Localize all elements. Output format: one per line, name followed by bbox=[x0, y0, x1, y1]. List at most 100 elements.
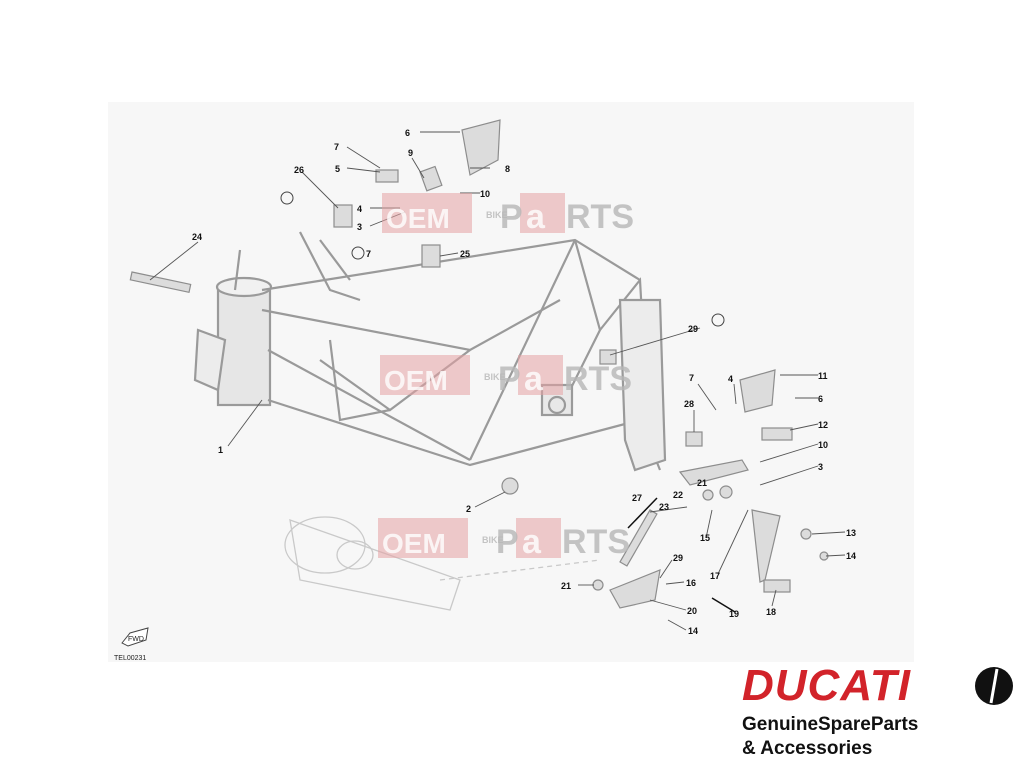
spacer-26 bbox=[333, 204, 353, 228]
engine-outline bbox=[284, 516, 601, 611]
engine-block bbox=[289, 519, 461, 611]
footrest-5 bbox=[375, 169, 399, 183]
callout-19: 19 bbox=[729, 609, 739, 619]
callout-3: 3 bbox=[818, 462, 823, 472]
watermark-graphics bbox=[378, 193, 565, 558]
small-parts bbox=[129, 119, 829, 609]
callout-4: 4 bbox=[728, 374, 733, 384]
swingarm-pivot-plate bbox=[618, 298, 667, 472]
footrest-bracket bbox=[678, 459, 749, 486]
callout-12: 12 bbox=[818, 420, 828, 430]
engine-case bbox=[284, 516, 366, 574]
spacer-28 bbox=[685, 431, 703, 447]
bushing-2 bbox=[501, 477, 519, 495]
tube-stub-3 bbox=[319, 239, 351, 281]
callout-24: 24 bbox=[192, 232, 202, 242]
callout-25: 25 bbox=[460, 249, 470, 259]
bolt-13 bbox=[800, 528, 812, 540]
callout-26: 26 bbox=[294, 165, 304, 175]
callout-16: 16 bbox=[686, 578, 696, 588]
spacer-25 bbox=[421, 244, 441, 268]
callout-7: 7 bbox=[334, 142, 339, 152]
engine-port bbox=[336, 540, 374, 570]
callout-15: 15 bbox=[700, 533, 710, 543]
tube-stub-1 bbox=[233, 249, 242, 291]
mount-hole bbox=[547, 395, 567, 415]
bracket-29 bbox=[599, 349, 617, 365]
ducati-branding: DUCATI GenuineSpareParts & Accessories bbox=[736, 660, 1024, 768]
heel-guard-8 bbox=[461, 119, 501, 176]
steering-head bbox=[216, 283, 272, 407]
callout-7: 7 bbox=[689, 373, 694, 383]
callout-7: 7 bbox=[366, 249, 371, 259]
washer-21 bbox=[719, 485, 733, 499]
callout-14: 14 bbox=[688, 626, 698, 636]
watermark-p-2: P bbox=[498, 360, 521, 398]
callout-5: 5 bbox=[335, 164, 340, 174]
callout-29: 29 bbox=[673, 553, 683, 563]
pin-9 bbox=[419, 165, 443, 192]
callout-10: 10 bbox=[480, 189, 490, 199]
callout-2: 2 bbox=[466, 504, 471, 514]
watermark-bike-3: BIKE bbox=[482, 535, 504, 545]
watermark-rts-2: RTS bbox=[564, 360, 632, 398]
callout-6: 6 bbox=[405, 128, 410, 138]
watermark-rts-3: RTS bbox=[562, 523, 630, 561]
cross-brace-2 bbox=[328, 339, 391, 422]
steering-head-top bbox=[215, 276, 273, 298]
front-bracket bbox=[193, 328, 227, 392]
lower-tube-front bbox=[267, 349, 471, 461]
callout-28: 28 bbox=[684, 399, 694, 409]
watermark-bike-1: BIKE bbox=[486, 210, 508, 220]
callout-27: 27 bbox=[632, 493, 642, 503]
callout-17: 17 bbox=[710, 571, 720, 581]
footrest-12 bbox=[761, 427, 793, 441]
leader-lines bbox=[149, 131, 846, 631]
upper-tube-left bbox=[261, 238, 641, 292]
note-1-icon bbox=[280, 191, 725, 327]
callout-21: 21 bbox=[561, 581, 571, 591]
callout-23: 23 bbox=[659, 502, 669, 512]
watermark-oem-3: OEM bbox=[382, 528, 446, 559]
fwd-label: FWD bbox=[128, 636, 144, 643]
watermark-a-2: a bbox=[524, 360, 544, 398]
callout-21: 21 bbox=[697, 478, 707, 488]
tube-stub-2 bbox=[299, 231, 361, 302]
rubber-18 bbox=[763, 579, 791, 593]
callout-18: 18 bbox=[766, 607, 776, 617]
upper-tube-mid bbox=[261, 299, 561, 352]
callout-13: 13 bbox=[846, 528, 856, 538]
watermark-p-1: P bbox=[500, 198, 523, 236]
callout-9: 9 bbox=[408, 148, 413, 158]
watermark-a-3: a bbox=[522, 523, 542, 561]
callout-1: 1 bbox=[218, 445, 223, 455]
heel-guard-11 bbox=[739, 369, 776, 413]
long-bolt-24 bbox=[129, 271, 192, 294]
ducati-shield-icon bbox=[975, 667, 1013, 705]
fwd-arrow-icon bbox=[121, 627, 149, 647]
frame-structure bbox=[193, 231, 667, 472]
callout-10: 10 bbox=[818, 440, 828, 450]
watermark-bike-2: BIKE bbox=[484, 372, 506, 382]
rod-23 bbox=[619, 509, 658, 567]
callout-4: 4 bbox=[357, 204, 362, 214]
reference-code: TEL00231 bbox=[114, 655, 146, 662]
watermark-rts-1: RTS bbox=[566, 198, 634, 236]
callout-20: 20 bbox=[687, 606, 697, 616]
lever-20 bbox=[609, 569, 661, 609]
callout-22: 22 bbox=[673, 490, 683, 500]
lower-tube-rear bbox=[267, 398, 641, 467]
callout-11: 11 bbox=[818, 371, 828, 381]
brand-name: DUCATI bbox=[742, 661, 911, 710]
watermark-a-1: a bbox=[526, 198, 546, 236]
linkage-dashed bbox=[439, 559, 601, 581]
tagline-line-2: & Accessories bbox=[742, 738, 873, 759]
watermark-oem-2: OEM bbox=[384, 365, 448, 396]
callout-3: 3 bbox=[357, 222, 362, 232]
callout-8: 8 bbox=[505, 164, 510, 174]
lever-17 bbox=[751, 509, 781, 583]
